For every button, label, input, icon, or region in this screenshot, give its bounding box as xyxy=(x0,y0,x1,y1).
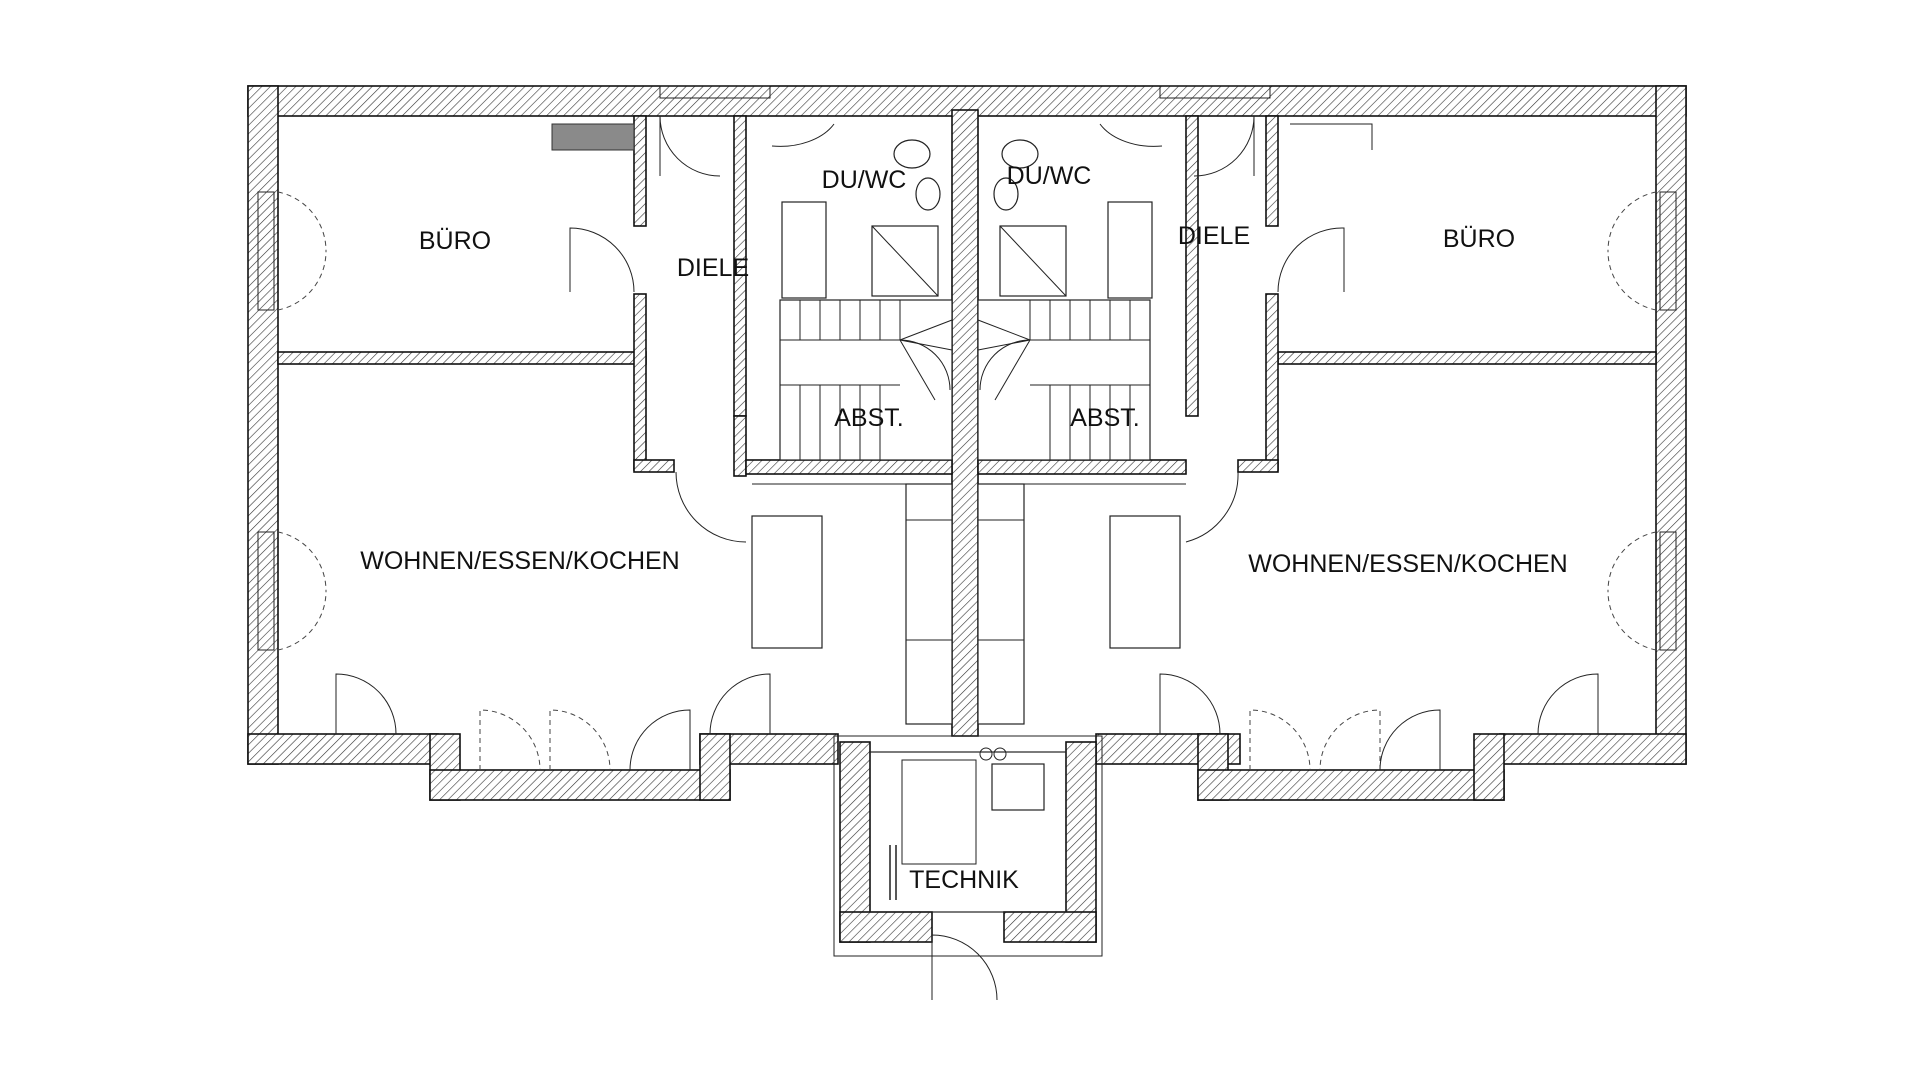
label-right-du-wc: DU/WC xyxy=(1007,162,1092,190)
technik-annex xyxy=(833,735,1103,1001)
label-technik: TECHNIK xyxy=(909,866,1019,894)
left-unit xyxy=(257,85,953,771)
label-right-abst: ABST. xyxy=(1070,404,1139,432)
label-left-wohnen: WOHNEN/ESSEN/KOCHEN xyxy=(360,547,679,575)
label-right-wohnen: WOHNEN/ESSEN/KOCHEN xyxy=(1248,550,1567,578)
label-right-diele: DIELE xyxy=(1178,222,1250,250)
label-left-buero: BÜRO xyxy=(419,227,491,255)
outer-walls xyxy=(247,85,1687,801)
label-left-diele: DIELE xyxy=(677,254,749,282)
label-left-du-wc: DU/WC xyxy=(822,166,907,194)
label-left-abst: ABST. xyxy=(834,404,903,432)
label-right-buero: BÜRO xyxy=(1443,225,1515,253)
right-unit xyxy=(977,85,1677,771)
